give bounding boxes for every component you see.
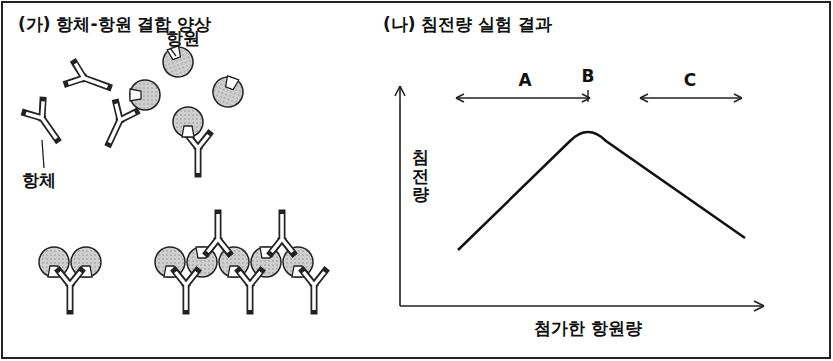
lattice-complex bbox=[155, 213, 325, 311]
range-label: B bbox=[582, 66, 595, 86]
curve bbox=[458, 132, 745, 250]
small-complex bbox=[39, 247, 101, 311]
panel-heading: (나) 침전량 실험 결과 bbox=[383, 14, 552, 34]
axis-title: 첨가한 항원량 bbox=[534, 318, 642, 338]
graph-axes bbox=[395, 86, 764, 311]
range-arrows bbox=[456, 90, 742, 102]
leader-line bbox=[42, 140, 44, 168]
range-label: A bbox=[518, 70, 531, 90]
part-label: 항원 bbox=[166, 28, 200, 48]
part-label: 항체 bbox=[22, 170, 56, 190]
range-label: C bbox=[684, 70, 696, 90]
antibody-antigen-scatter bbox=[25, 43, 247, 174]
axis-title: 침전량 bbox=[412, 148, 429, 204]
leader-line bbox=[170, 48, 176, 56]
